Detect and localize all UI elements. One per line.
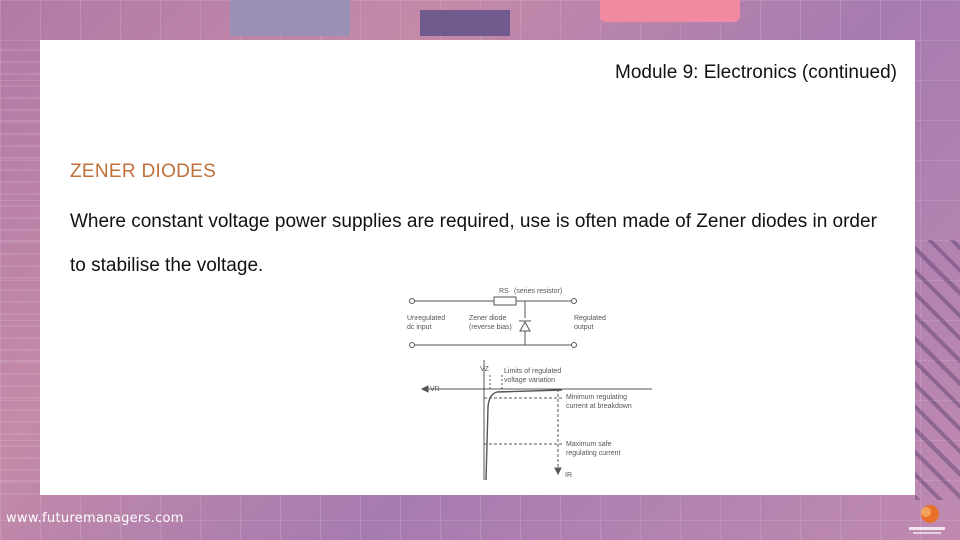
max-current-label-line1: Maximum safe: [566, 441, 612, 448]
output-label-line1: Regulated: [574, 315, 606, 322]
zener-label-line2: (reverse bias): [469, 324, 512, 331]
resistor-note: (series resistor): [514, 288, 562, 295]
resistor-label: RS: [499, 288, 509, 295]
zener-label-line1: Zener diode: [469, 315, 506, 322]
footer-website-url: www.futuremanagers.com: [6, 511, 184, 526]
limits-label-line1: Limits of regulated: [504, 368, 561, 375]
curve-labels: VZ VR IR Limits of regulated voltage var…: [430, 366, 632, 479]
vr-label: VR: [430, 386, 440, 393]
min-current-label-line2: current at breakdown: [566, 403, 632, 410]
input-label-line2: dc input: [407, 324, 432, 331]
background-tower-left: [0, 40, 40, 495]
circuit-labels: RS (series resistor) Unregulated dc inpu…: [407, 288, 606, 331]
ir-label: IR: [565, 472, 572, 479]
series-resistor: [493, 296, 517, 306]
input-terminal-bottom: [409, 342, 415, 348]
vz-label: VZ: [480, 366, 490, 373]
limits-label-line2: voltage variation: [504, 377, 555, 384]
max-current-label-line2: regulating current: [566, 450, 621, 457]
output-label-line2: output: [574, 324, 594, 331]
background-pink-block: [600, 0, 740, 22]
output-terminal-top: [571, 298, 577, 304]
background-dark-block: [420, 10, 510, 36]
background-tower-right: [915, 240, 960, 500]
circuit-diagram: [409, 296, 577, 348]
background-gray-block: [230, 0, 350, 36]
slide-content-panel: Module 9: Electronics (continued) ZENER …: [40, 40, 915, 495]
slide-title: Module 9: Electronics (continued): [615, 62, 897, 83]
zener-diode-figure: RS (series resistor) Unregulated dc inpu…: [407, 288, 652, 481]
zener-characteristic-curve: [420, 360, 652, 481]
output-terminal-bottom: [571, 342, 577, 348]
body-paragraph: Where constant voltage power supplies ar…: [70, 211, 877, 276]
input-label-line1: Unregulated: [407, 315, 445, 322]
zener-diode-symbol: [519, 320, 531, 332]
min-current-label-line1: Minimum regulating: [566, 394, 627, 401]
input-terminal-top: [409, 298, 415, 304]
characteristic-trace: [485, 389, 563, 481]
future-managers-logo: [909, 505, 945, 534]
section-heading: ZENER DIODES: [70, 161, 217, 182]
